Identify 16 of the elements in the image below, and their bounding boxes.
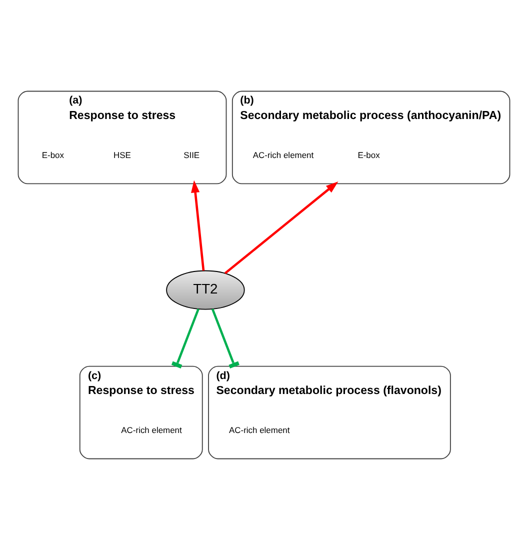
node-ellipse: TT2 — [166, 270, 244, 310]
node-text: AC-rich element — [228, 425, 290, 436]
node-text: E-box — [357, 150, 380, 160]
node-label: (b) — [240, 94, 254, 107]
node-label: (c) — [87, 370, 101, 382]
node-text: SIIE — [183, 150, 200, 160]
arrow — [224, 182, 338, 274]
connector — [170, 308, 199, 368]
node-text: AC-rich element — [120, 425, 182, 436]
node-label: (d) — [216, 370, 230, 382]
node-text: AC-rich element — [252, 150, 314, 160]
arrow — [190, 180, 204, 271]
connector — [210, 308, 239, 368]
node-text: E-box — [41, 150, 64, 160]
node-text: HSE — [113, 150, 130, 160]
node-label: (a) — [68, 94, 82, 107]
